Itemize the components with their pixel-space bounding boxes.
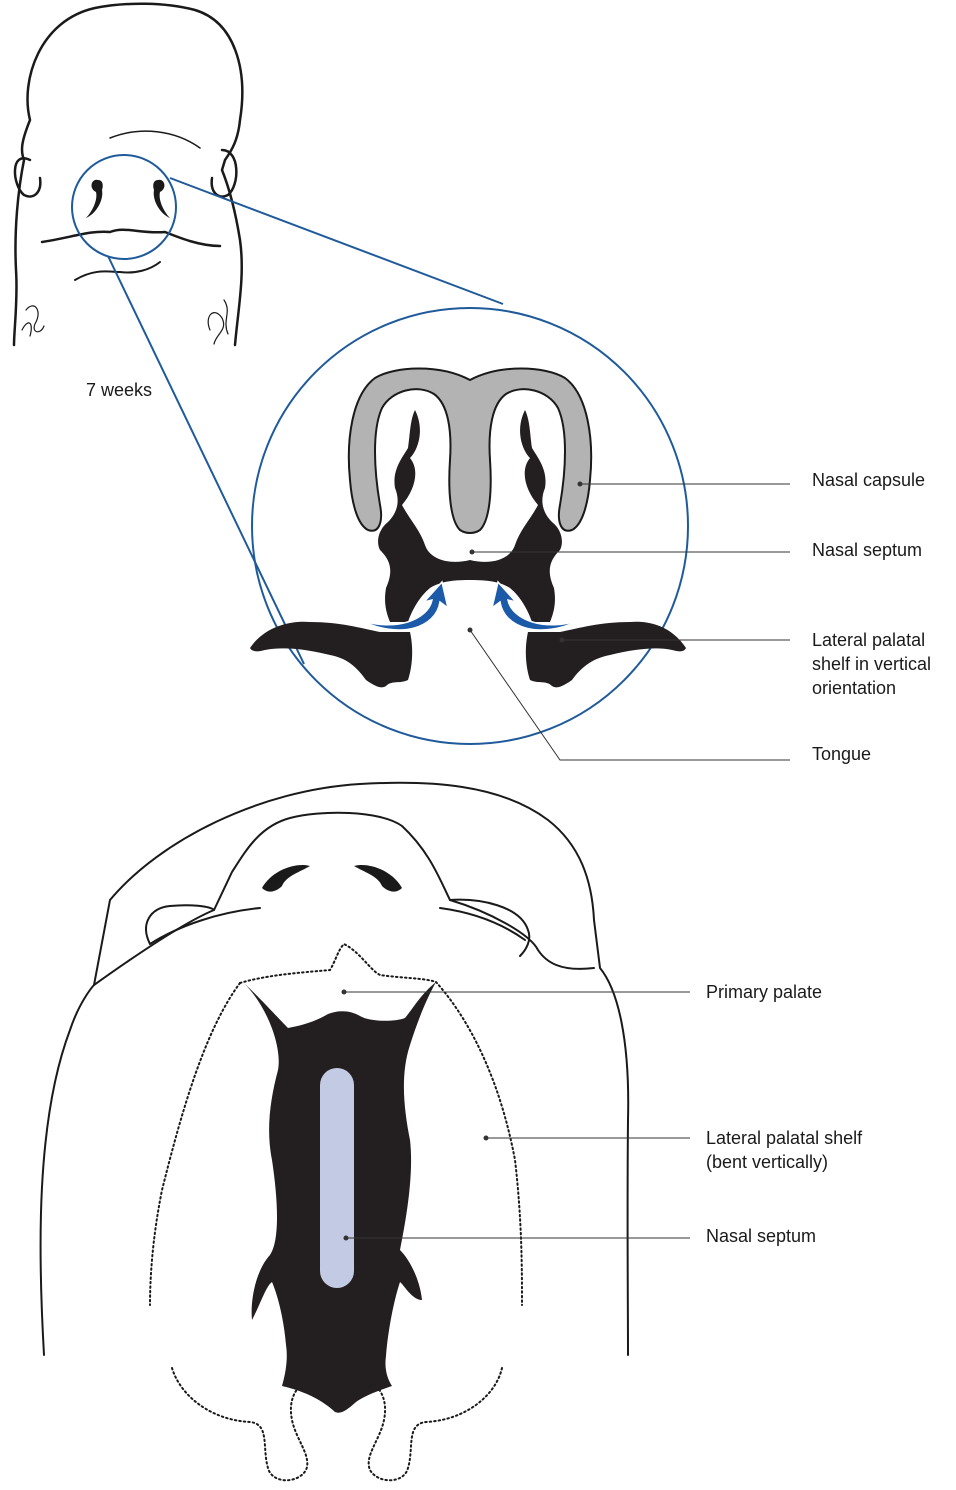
left-palatal-shelf-outline: [150, 983, 240, 1305]
label-nasal-septum-bottom: Nasal septum: [706, 1224, 816, 1248]
embryo-right-nostril: [153, 180, 170, 218]
right-palatal-shelf: [526, 622, 686, 688]
label-nasal-capsule: Nasal capsule: [812, 468, 925, 492]
right-palatal-shelf-outline: [436, 982, 522, 1305]
bottom-left-nostril: [262, 865, 310, 892]
embryo-left-nostril: [86, 180, 103, 218]
embryo-mouth: [42, 230, 220, 246]
label-lateral-palatal-shelf-bent: Lateral palatal shelf (bent vertically): [706, 1126, 862, 1174]
zoom-line-upper: [170, 178, 503, 304]
label-tongue: Tongue: [812, 742, 871, 766]
label-nasal-septum-top: Nasal septum: [812, 538, 922, 562]
bottom-right-nostril: [354, 865, 402, 892]
right-ear-bump: [450, 900, 529, 956]
embryo-head-7-weeks: [14, 4, 242, 345]
left-palatal-shelf: [250, 622, 412, 688]
embryo-brow: [110, 131, 200, 148]
label-primary-palate: Primary palate: [706, 980, 822, 1004]
primary-palate-outline: [240, 944, 436, 983]
embryo-head-outline: [14, 4, 242, 345]
age-label: 7 weeks: [86, 380, 152, 400]
face-outline: [94, 813, 594, 985]
left-ear-bump: [146, 905, 214, 944]
embryo-left-neck-folds: [22, 306, 44, 336]
nasal-capsule: [349, 369, 591, 534]
label-lateral-palatal-shelf-vertical: Lateral palatal shelf in vertical orient…: [812, 628, 931, 700]
embryo-right-neck-folds: [208, 300, 228, 344]
bottom-nasal-septum: [320, 1068, 354, 1288]
coronal-section: [250, 369, 686, 688]
zoom-line-lower: [108, 256, 304, 664]
